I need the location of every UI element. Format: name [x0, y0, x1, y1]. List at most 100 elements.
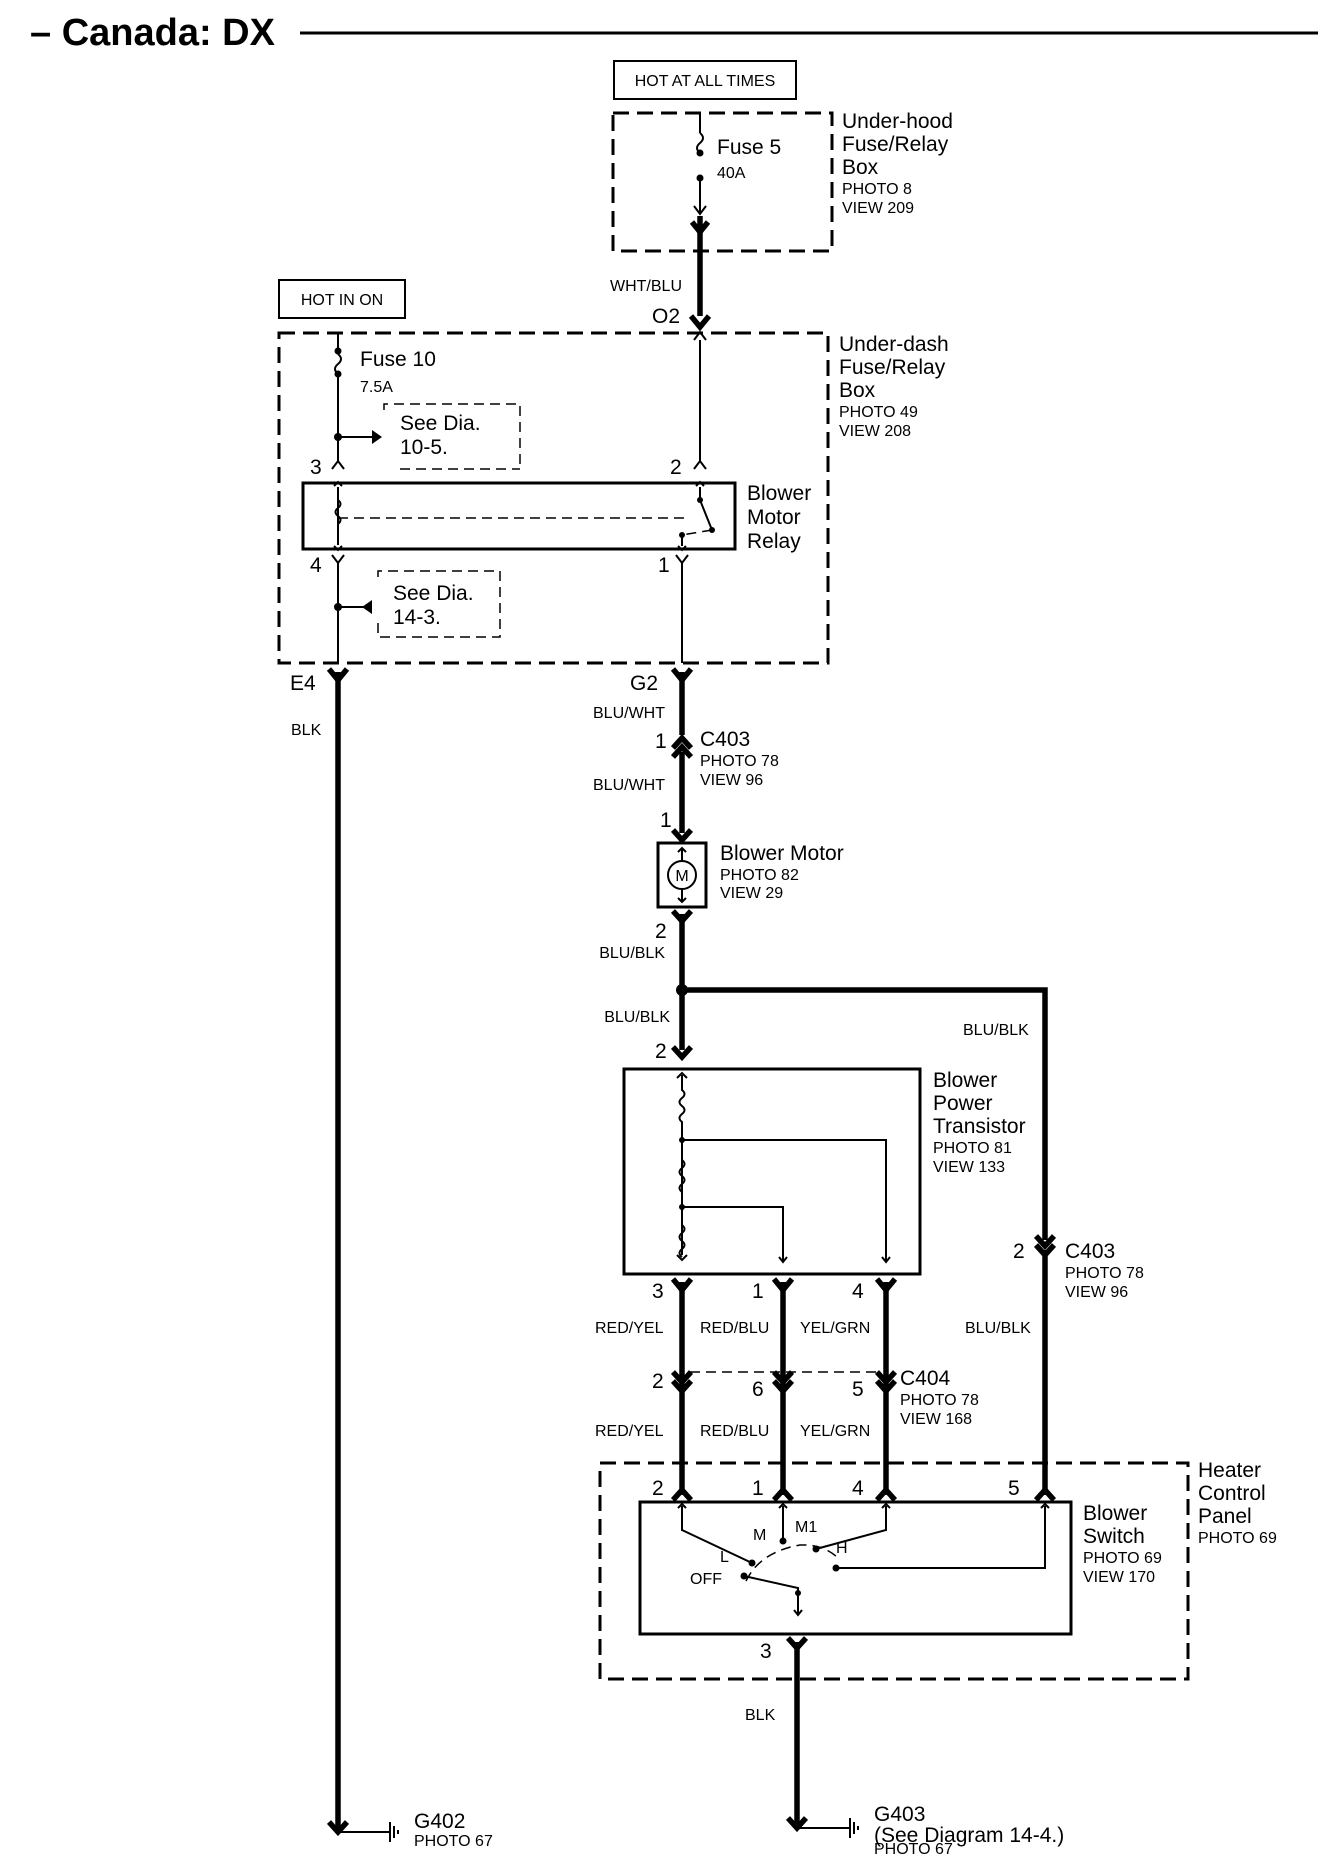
c403-name-1: C403: [700, 728, 750, 751]
wire-blu-blk-label-4: BLU/BLK: [965, 1320, 1031, 1337]
c403-pin2: 2: [1013, 1240, 1025, 1263]
diagram-title: – Canada: DX: [30, 12, 276, 54]
motor-view: VIEW 29: [720, 885, 783, 902]
g403-photo: PHOTO 67: [874, 1841, 953, 1854]
motor-pin1: 1: [660, 809, 672, 832]
relay-pin-4: 4: [310, 554, 322, 577]
c404-pin-5: 5: [852, 1378, 864, 1401]
wire-blu-wht-label-1: BLU/WHT: [593, 705, 665, 722]
transistor-resistors: [678, 1075, 686, 1255]
switch-selector-arc: [745, 1544, 841, 1582]
relay-name-2: Motor: [747, 506, 801, 529]
see-dia-10-5-line1: See Dia.: [400, 412, 481, 435]
underhood-box-name-3: Box: [842, 156, 879, 179]
heater-panel-name-3: Panel: [1198, 1505, 1252, 1528]
c403-name-2: C403: [1065, 1240, 1115, 1263]
g402-photo: PHOTO 67: [414, 1833, 493, 1850]
underdash-box-name-1: Under-dash: [839, 333, 949, 356]
underdash-box-view: VIEW 208: [839, 423, 911, 440]
c404-pin-6: 6: [752, 1378, 764, 1401]
switch-pos-l: L: [720, 1549, 729, 1566]
motor-symbol-letter: M: [675, 868, 688, 885]
transistor-name-2: Power: [933, 1092, 993, 1115]
hot-in-on-box: [278, 279, 406, 319]
fuse-5-rating: 40A: [717, 165, 746, 182]
underhood-fuse-relay-box: [611, 111, 834, 253]
underhood-box-name-1: Under-hood: [842, 110, 953, 133]
underdash-box-name-2: Fuse/Relay: [839, 356, 946, 379]
c404-pin-2: 2: [652, 1370, 664, 1393]
c404-photo: PHOTO 78: [900, 1392, 979, 1409]
g403-note: (See Diagram 14-4.): [874, 1824, 1064, 1847]
g403-name: G403: [874, 1803, 925, 1826]
c403-photo-1: PHOTO 78: [700, 753, 779, 770]
switch-name-2: Switch: [1083, 1525, 1145, 1548]
wire-blu-blk-label-2: BLU/BLK: [604, 1009, 670, 1026]
transistor-photo: PHOTO 81: [933, 1140, 1012, 1157]
wire-blu-blk-right: [682, 987, 1048, 1240]
motor-name: Blower Motor: [720, 842, 844, 865]
motor-photo: PHOTO 82: [720, 867, 799, 884]
heater-panel-name-2: Control: [1198, 1482, 1266, 1505]
see-dia-10-5-line2: 10-5.: [400, 436, 448, 459]
fuse-5-label: Fuse 5: [717, 136, 781, 159]
underhood-box-photo: PHOTO 8: [842, 181, 912, 198]
wire-blu-blk-label-3: BLU/BLK: [963, 1022, 1029, 1039]
transistor-pin2: 2: [655, 1040, 667, 1063]
g402-name: G402: [414, 1810, 465, 1833]
c404-name: C404: [900, 1367, 951, 1390]
c403-view-2: VIEW 96: [1065, 1284, 1128, 1301]
c403-photo-2: PHOTO 78: [1065, 1265, 1144, 1282]
transistor-view: VIEW 133: [933, 1159, 1005, 1176]
see-dia-14-3-line2: 14-3.: [393, 606, 441, 629]
c403-view-1: VIEW 96: [700, 772, 763, 789]
transistor-pin4: 4: [852, 1280, 864, 1303]
see-dia-14-3-line1: See Dia.: [393, 582, 474, 605]
switch-pin4: 4: [852, 1477, 864, 1500]
fuse-5-symbol: [696, 132, 704, 154]
wire-blk-label-right: BLK: [745, 1707, 776, 1724]
heater-panel-name-1: Heater: [1198, 1459, 1261, 1482]
switch-photo: PHOTO 69: [1083, 1550, 1162, 1567]
switch-pin3: 3: [760, 1640, 772, 1663]
switch-name-1: Blower: [1083, 1502, 1147, 1525]
switch-pin5: 5: [1008, 1477, 1020, 1500]
relay-pin-3: 3: [310, 456, 322, 479]
hot-in-on-label: HOT IN ON: [301, 292, 383, 309]
heater-panel-photo: PHOTO 69: [1198, 1530, 1277, 1547]
wire-yel-grn-label-2: YEL/GRN: [800, 1423, 870, 1440]
motor-pin2: 2: [655, 920, 667, 943]
underdash-box-photo: PHOTO 49: [839, 404, 918, 421]
c403-pin1: 1: [655, 730, 667, 753]
wire-red-blu-label-2: RED/BLU: [700, 1423, 769, 1440]
switch-pin2: 2: [652, 1477, 664, 1500]
relay-pin-1: 1: [658, 554, 670, 577]
wire-blu-wht-label-2: BLU/WHT: [593, 777, 665, 794]
fuse-10-label: Fuse 10: [360, 348, 436, 371]
switch-pos-m1: M1: [795, 1519, 817, 1536]
switch-view: VIEW 170: [1083, 1569, 1155, 1586]
transistor-name-3: Transistor: [933, 1115, 1026, 1138]
transistor-pin1: 1: [752, 1280, 764, 1303]
transistor-name-1: Blower: [933, 1069, 997, 1092]
heater-control-panel: [598, 1461, 1190, 1681]
blower-motor: [656, 841, 708, 909]
wire-blu-blk-label-1: BLU/BLK: [599, 945, 665, 962]
wire-red-yel-label-1: RED/YEL: [595, 1320, 664, 1337]
wire-red-yel-label-2: RED/YEL: [595, 1423, 664, 1440]
underdash-fuse-relay-box: [277, 331, 830, 665]
blower-power-transistor: [622, 1067, 922, 1276]
wire-red-blu-label-1: RED/BLU: [700, 1320, 769, 1337]
underhood-box-name-2: Fuse/Relay: [842, 133, 949, 156]
transistor-pin3: 3: [652, 1280, 664, 1303]
c404-view: VIEW 168: [900, 1411, 972, 1428]
wire-blk-label-left: BLK: [291, 722, 322, 739]
switch-pos-h: H: [836, 1540, 848, 1557]
relay-name-3: Relay: [747, 530, 801, 553]
terminal-o2-label: O2: [652, 305, 680, 328]
underdash-box-name-3: Box: [839, 379, 876, 402]
relay-name-1: Blower: [747, 482, 811, 505]
wire-wht-blu-label: WHT/BLU: [610, 278, 682, 295]
wire-yel-grn-label-1: YEL/GRN: [800, 1320, 870, 1337]
